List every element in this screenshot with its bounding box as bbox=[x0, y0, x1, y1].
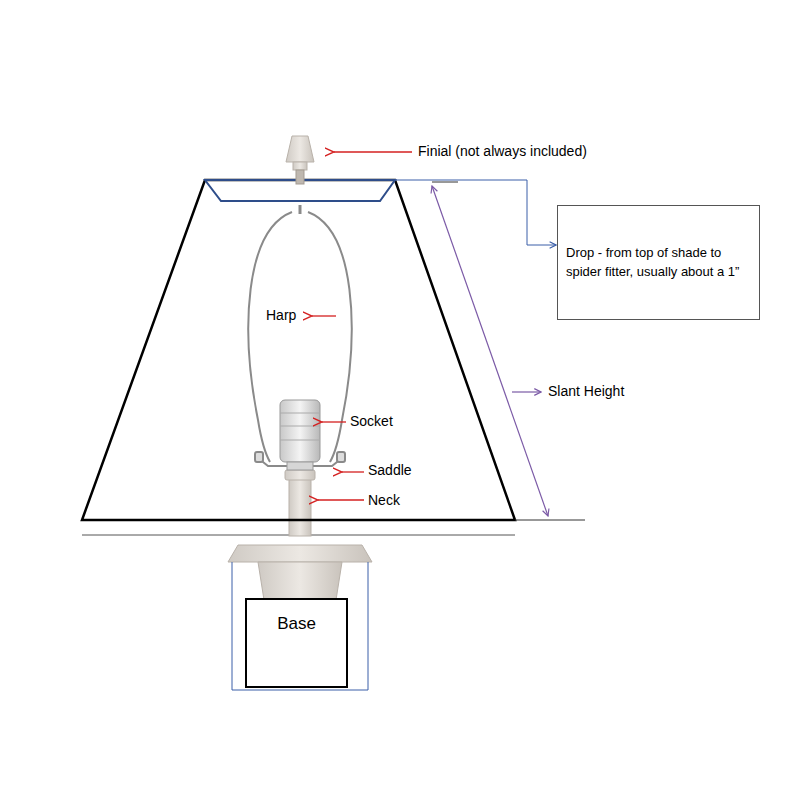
part-label: Harp bbox=[266, 308, 296, 323]
lamp-socket bbox=[280, 400, 320, 470]
part-label: Finial (not always included) bbox=[418, 144, 587, 159]
lamp-neck bbox=[285, 470, 315, 536]
lamp-base bbox=[82, 535, 515, 690]
base-label: Base bbox=[253, 606, 340, 637]
part-label: Neck bbox=[368, 493, 400, 508]
drop-bracket bbox=[395, 180, 556, 245]
note-text: Drop - from top of shade to spider fitte… bbox=[566, 244, 751, 282]
part-label: Socket bbox=[350, 414, 393, 429]
lamp-harp bbox=[248, 205, 351, 462]
dimension-label: Slant Height bbox=[548, 384, 624, 399]
lamp-shade bbox=[82, 180, 515, 520]
leader-arrows bbox=[312, 152, 412, 500]
base-box: Base bbox=[245, 598, 348, 688]
lamp-finial bbox=[286, 136, 314, 184]
note-box: Drop - from top of shade to spider fitte… bbox=[557, 205, 760, 320]
part-label: Saddle bbox=[368, 463, 412, 478]
